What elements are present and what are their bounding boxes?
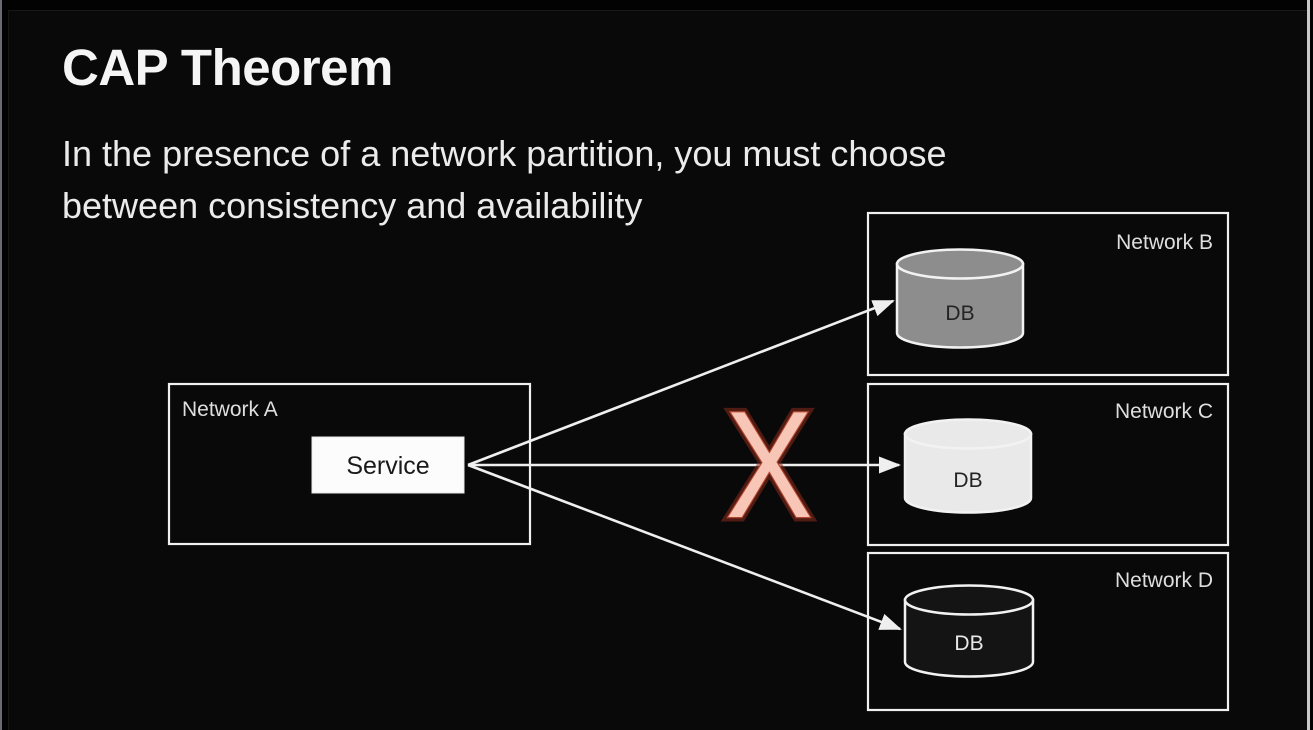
left-frame-edge — [0, 0, 2, 730]
partition-x-glow: X — [725, 381, 812, 550]
slide-background — [8, 10, 1309, 730]
partition-x-icon: X — [725, 381, 812, 550]
arrow-service-to-network-d — [467, 463, 902, 631]
network-b-label: Network B — [1116, 231, 1213, 254]
slide-subtitle: In the presence of a network partition, … — [62, 128, 947, 232]
right-frame-edge — [1307, 0, 1310, 730]
db-label-b: DB — [945, 302, 974, 325]
slide-title: CAP Theorem — [62, 39, 393, 96]
network-b-box — [866, 211, 1230, 377]
service-box — [311, 436, 465, 494]
database-cylinder-b — [895, 262, 1025, 349]
service-label: Service — [346, 452, 429, 480]
db-label-c: DB — [953, 469, 982, 492]
network-a-label: Network A — [182, 398, 278, 421]
partition-x-marker: X X — [721, 377, 817, 555]
subtitle-line-1: In the presence of a network partition, … — [62, 133, 947, 174]
database-cylinder-c — [903, 432, 1033, 514]
arrow-service-to-network-b — [467, 299, 895, 467]
subtitle-line-2: between consistency and availability — [62, 185, 643, 226]
database-cylinder-d-top — [903, 584, 1035, 616]
network-c-box — [866, 382, 1230, 547]
database-cylinder-b-top — [895, 248, 1025, 280]
network-d-label: Network D — [1115, 569, 1213, 592]
db-label-d: DB — [954, 632, 983, 655]
network-c-label: Network C — [1115, 400, 1213, 423]
database-cylinder-c-top — [903, 418, 1033, 450]
database-cylinder-d — [903, 598, 1035, 678]
network-d-box — [866, 551, 1230, 712]
